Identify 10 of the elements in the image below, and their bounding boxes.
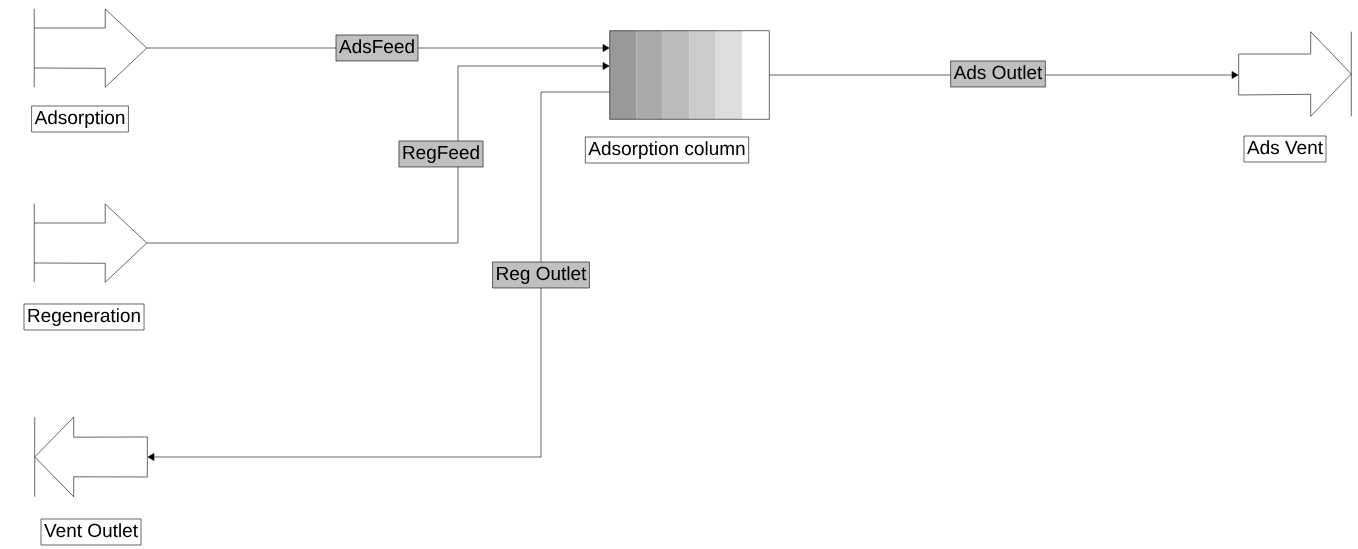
edge-label: AdsFeed: [335, 34, 419, 62]
node-label: Adsorption column: [588, 141, 745, 159]
edge-label: Ads Outlet: [950, 60, 1046, 88]
column-block: Adsorption column: [585, 30, 770, 164]
arrow: [146, 62, 610, 244]
node-label: Ads Vent: [1247, 140, 1323, 155]
arrow: [147, 91, 610, 461]
node-label: Vent Outlet: [44, 523, 138, 538]
edge-label: Reg Outlet: [492, 261, 590, 289]
edge-label: RegFeed: [398, 140, 484, 168]
